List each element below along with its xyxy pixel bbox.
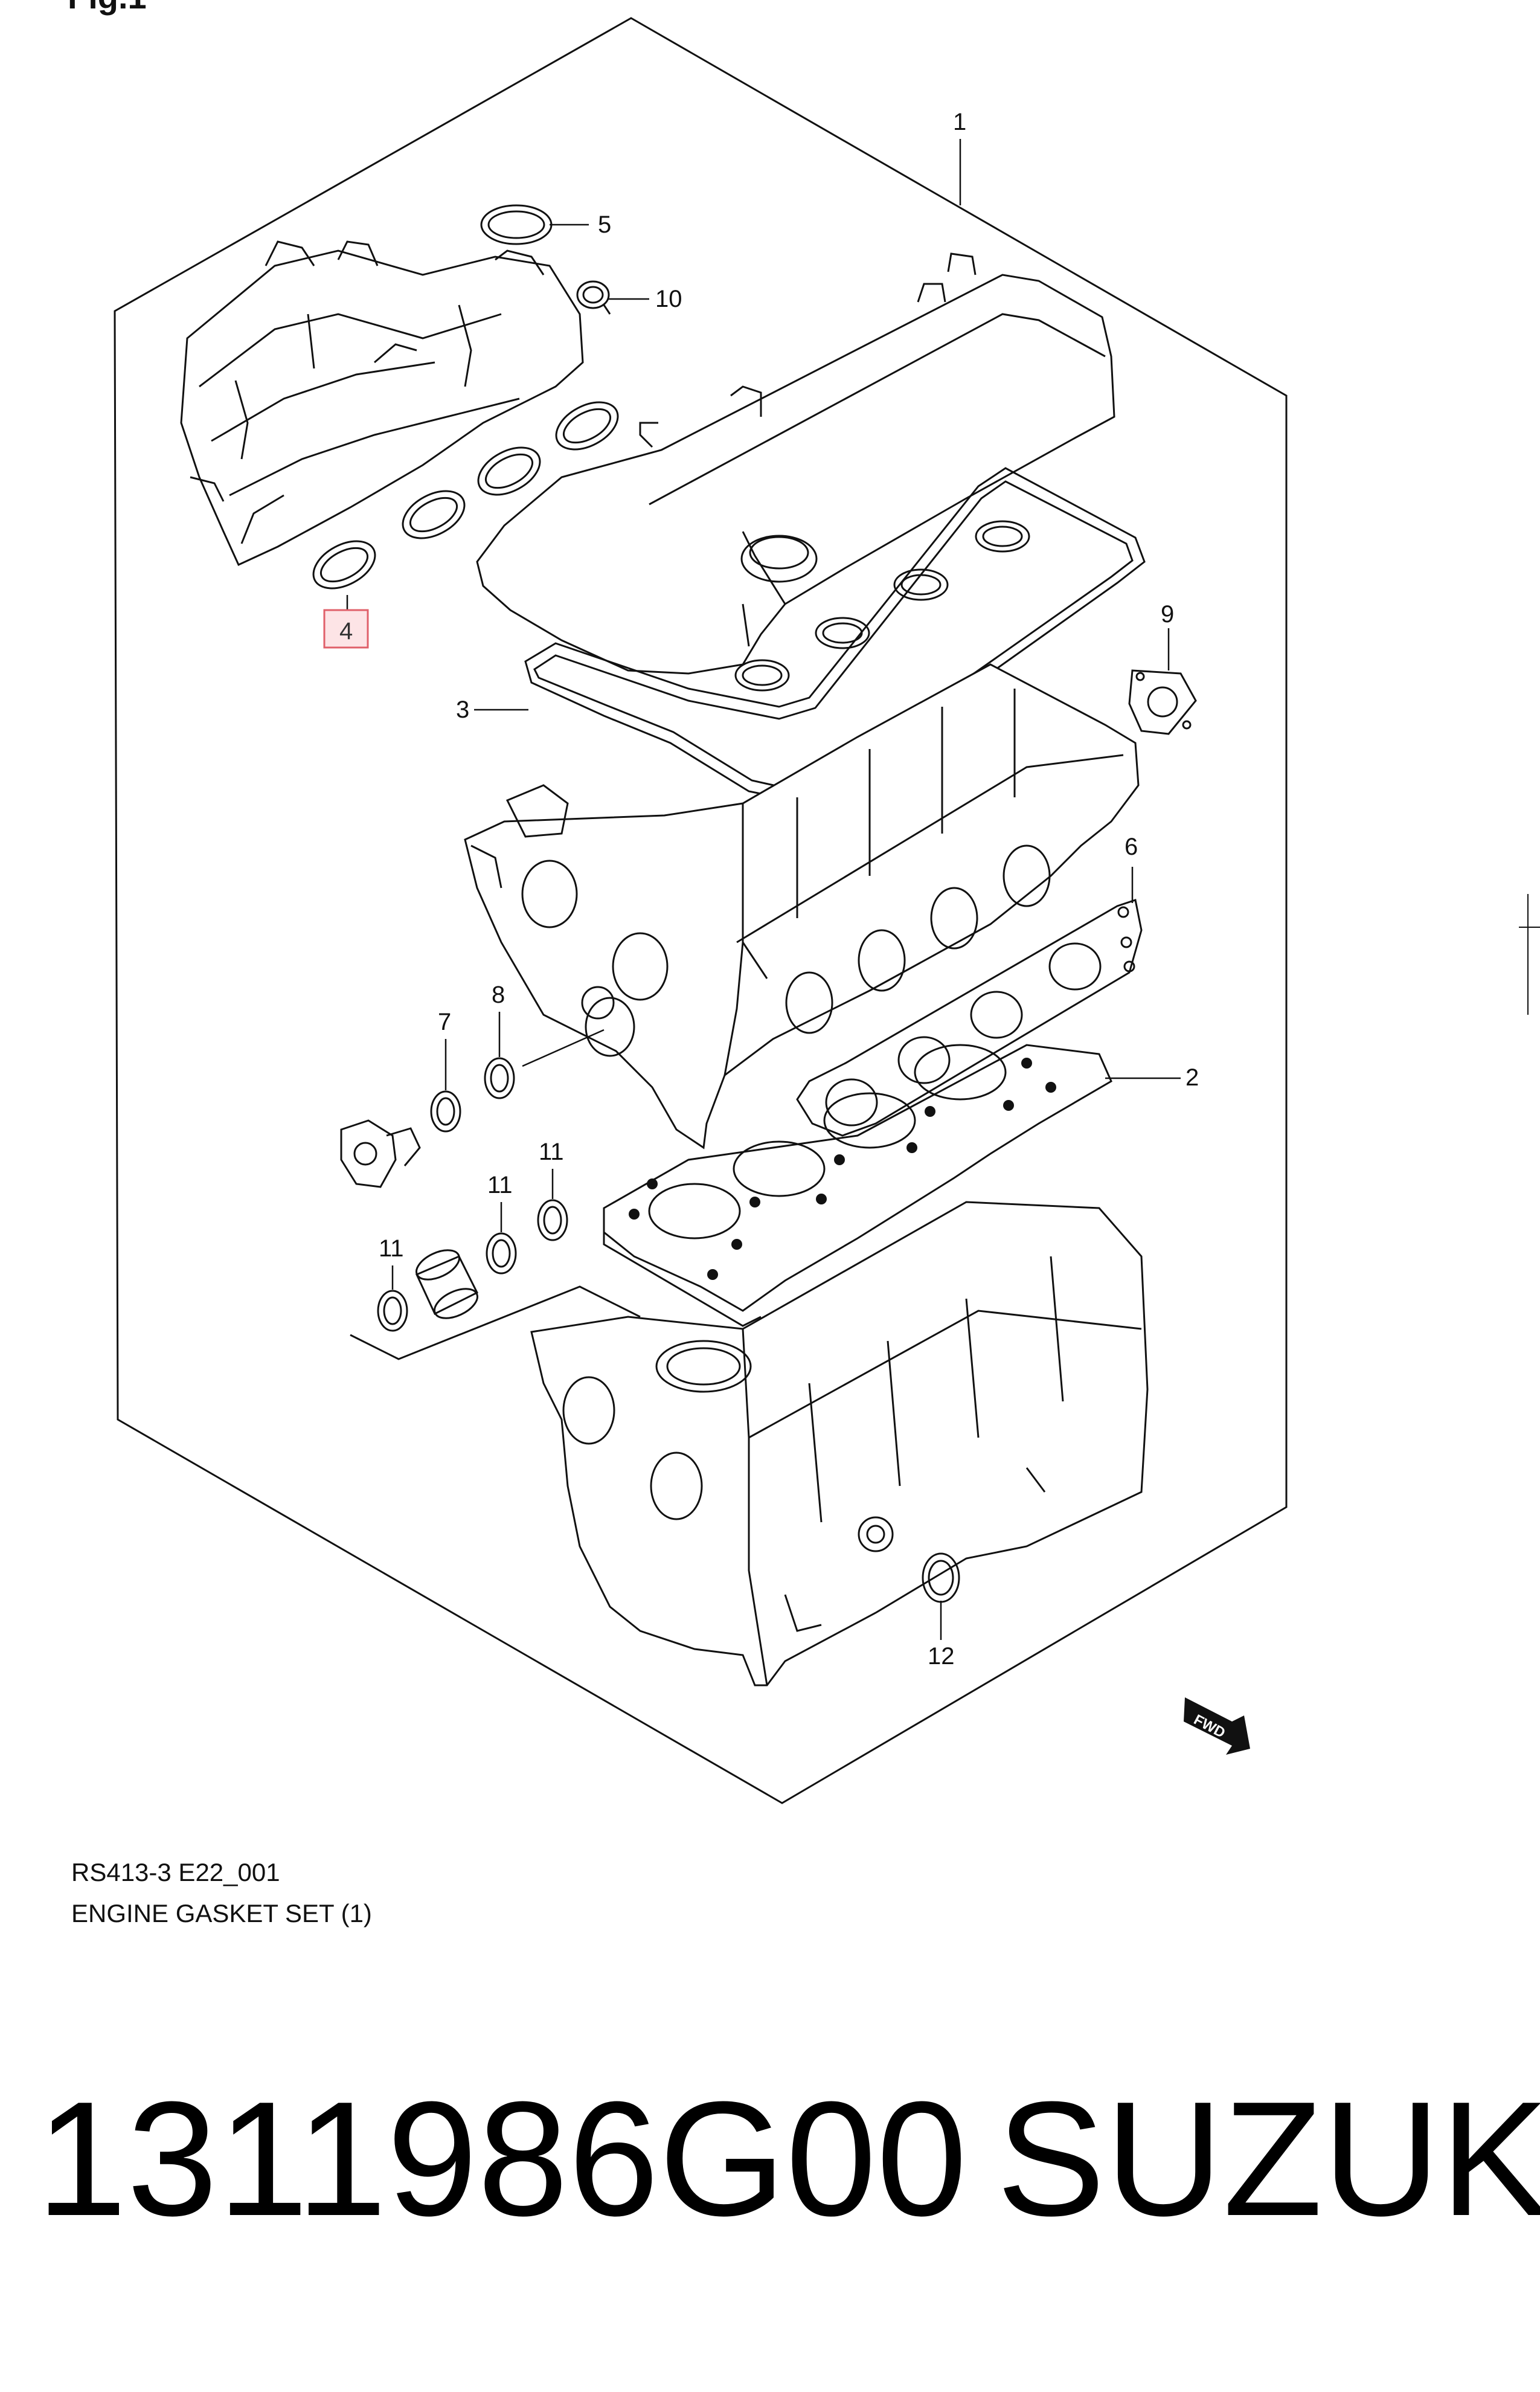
fwd-arrow: FWD bbox=[1184, 1697, 1250, 1755]
gasket-9 bbox=[1128, 669, 1197, 735]
edge-mark bbox=[1519, 894, 1540, 1015]
o-ring-8 bbox=[484, 1057, 515, 1099]
leader-lines bbox=[346, 139, 1181, 1640]
callout-9: 9 bbox=[1161, 601, 1174, 628]
callout-11-b: 11 bbox=[487, 1172, 513, 1198]
dowel-sleeve bbox=[415, 1249, 479, 1319]
engine-gasket-diagram: Fig.1 bbox=[68, 0, 1540, 1804]
engine-block bbox=[530, 1201, 1149, 1686]
callout-4-highlight: 4 bbox=[323, 609, 369, 649]
cylinder-head-cover bbox=[476, 252, 1115, 675]
part-number: 1311986G00 bbox=[36, 2068, 967, 2250]
callout-1: 1 bbox=[953, 109, 966, 135]
diagram-title: ENGINE GASKET SET (1) bbox=[71, 1899, 372, 1927]
brand-name: SUZUKI bbox=[996, 2068, 1540, 2250]
o-ring-11-c bbox=[537, 1199, 568, 1241]
spark-plug-tube-seals bbox=[734, 520, 1030, 692]
intake-manifold bbox=[180, 240, 584, 566]
callout-10: 10 bbox=[655, 286, 682, 312]
o-ring-11-b bbox=[486, 1232, 517, 1275]
cylinder-head bbox=[464, 663, 1140, 1149]
callout-8: 8 bbox=[492, 982, 505, 1008]
seal-10 bbox=[576, 280, 611, 315]
o-ring-7 bbox=[430, 1090, 461, 1133]
dowel-reference-line bbox=[350, 1285, 641, 1360]
cam-cover-gasket bbox=[524, 467, 1146, 799]
intake-manifold-gaskets bbox=[312, 401, 619, 590]
kit-boundary bbox=[114, 17, 1288, 1804]
sensor-part bbox=[340, 1119, 421, 1188]
cylinder-head-gasket bbox=[603, 1044, 1112, 1327]
callout-6: 6 bbox=[1125, 834, 1138, 860]
head-gasket-bolt-holes bbox=[629, 1058, 1056, 1280]
callout-7: 7 bbox=[438, 1009, 451, 1035]
callout-12: 12 bbox=[928, 1643, 955, 1670]
product-footer bbox=[0, 1993, 1540, 2392]
diagram-code: RS413-3 E22_001 bbox=[71, 1858, 280, 1886]
exhaust-manifold-gasket bbox=[796, 899, 1143, 1137]
callout-4: 4 bbox=[339, 618, 353, 645]
callout-11-a: 11 bbox=[379, 1235, 404, 1262]
gasket-5 bbox=[480, 204, 553, 245]
callout-3: 3 bbox=[456, 696, 469, 723]
callout-11-c: 11 bbox=[539, 1139, 564, 1165]
figure-label: Fig.1 bbox=[68, 0, 147, 16]
o-ring-11-a bbox=[377, 1290, 408, 1332]
callout-5: 5 bbox=[598, 211, 611, 238]
callout-2: 2 bbox=[1185, 1064, 1199, 1091]
